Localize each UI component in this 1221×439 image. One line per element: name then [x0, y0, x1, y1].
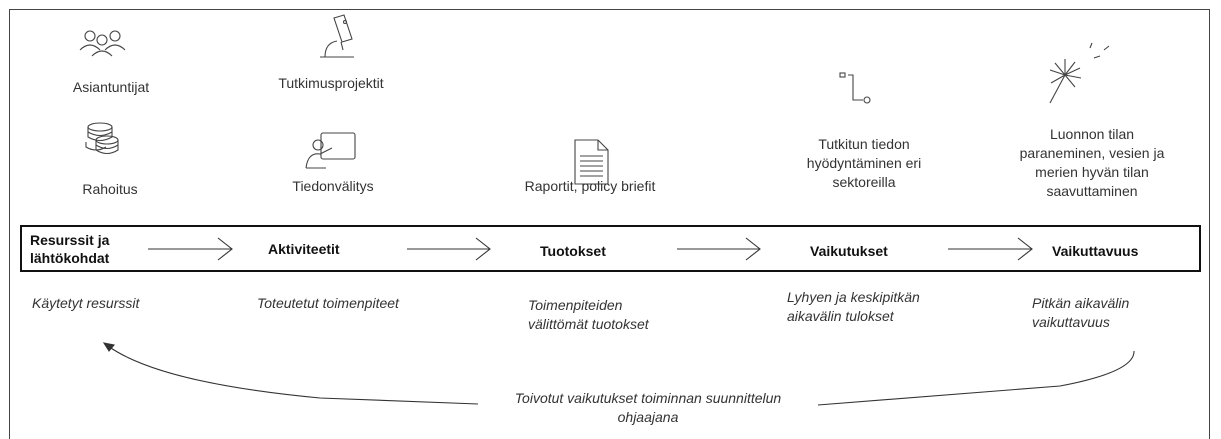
arrow-4: [948, 237, 1033, 261]
stage-tuotokset: Tuotokset: [540, 243, 606, 259]
label-tiedonvalitys: Tiedonvälitys: [292, 178, 374, 194]
label-tutkitun: Tutkitun tiedon hyödyntäminen eri sektor…: [806, 136, 922, 190]
arrow-1: [148, 237, 233, 261]
label-asiantuntijat: Asiantuntijat: [72, 79, 150, 95]
document-icon: [574, 139, 609, 185]
arrow-2: [407, 237, 491, 261]
stage-bar: [20, 225, 1201, 272]
label-rahoitus: Rahoitus: [82, 181, 138, 197]
stage-aktiviteetit: Aktiviteetit: [268, 241, 340, 257]
dandelion-icon: [1049, 42, 1110, 104]
stage-vaikutukset: Vaikutukset: [810, 243, 888, 259]
coins-icon: [85, 122, 119, 155]
desc-resurssit: Käytetyt resurssit: [32, 295, 140, 311]
microscope-icon: [320, 14, 354, 58]
desc-vaikuttavuus: Pitkän aikavälin vaikuttavuus: [1032, 295, 1130, 330]
flow-icon: [839, 72, 871, 104]
desc-vaikutukset: Lyhyen ja keskipitkän aikavälin tulokset: [787, 289, 920, 324]
stage-resurssit: Resurssit ja lähtökohdat: [30, 232, 110, 266]
label-luonnon: Luonnon tilan paraneminen, vesien ja mer…: [1019, 126, 1165, 199]
arrow-3: [677, 237, 761, 261]
diagram-frame: [9, 9, 1210, 439]
label-tutkimusprojektit: Tutkimusprojektit: [278, 75, 384, 91]
feedback-arrow: [102, 342, 1135, 406]
people-icon: [79, 30, 126, 57]
presentation-icon: [305, 132, 356, 169]
desc-tuotokset: Toimenpiteiden välittömät tuotokset: [528, 297, 649, 332]
label-raportit: Raportit, policy briefit: [524, 178, 656, 194]
stage-vaikuttavuus: Vaikuttavuus: [1052, 243, 1139, 259]
desc-aktiviteetit: Toteutetut toimenpiteet: [257, 295, 399, 311]
feedback-label: Toivotut vaikutukset toiminnan suunnitte…: [514, 390, 782, 425]
